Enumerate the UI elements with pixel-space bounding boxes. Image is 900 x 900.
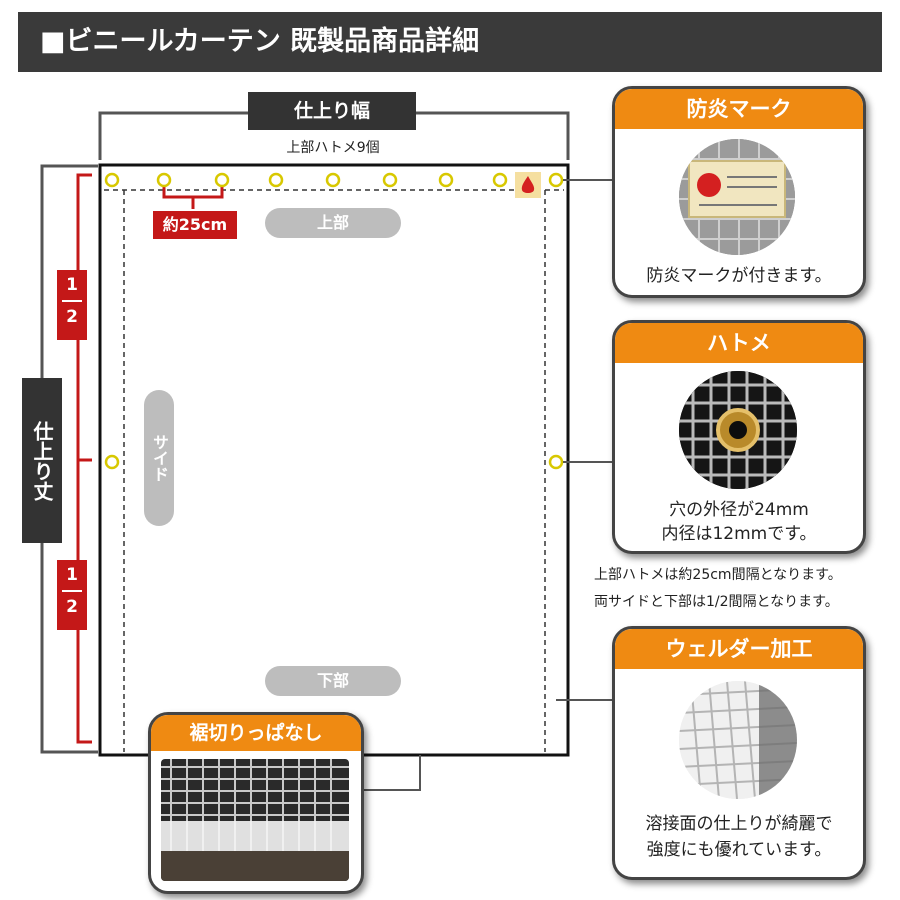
grommet — [156, 172, 172, 188]
flame-callout-title: 防炎マーク — [615, 89, 863, 129]
grommet-count-label: 上部ハトメ9個 — [286, 140, 380, 156]
spacing-note-1: 上部ハトメは約25cm間隔となります。 — [594, 567, 842, 583]
top-grommet-group — [104, 172, 564, 470]
grommet — [492, 172, 508, 188]
grommet-side-left — [104, 454, 120, 470]
flame-callout-text: 防炎マークが付きます。 — [646, 266, 832, 286]
welder-callout-text-1: 溶接面の仕上りが綺麗で — [645, 814, 833, 834]
half-fraction-lower: 1 2 — [57, 560, 87, 630]
height-tag: 仕上り丈 — [22, 378, 62, 543]
grommet-photo — [679, 371, 797, 489]
fraction-denominator: 2 — [66, 597, 78, 617]
grommet — [438, 172, 454, 188]
spacing-note-2: 両サイドと下部は1/2間隔となります。 — [594, 594, 839, 610]
welder-callout-title: ウェルダー加工 — [615, 629, 863, 669]
half-fraction-upper: 1 2 — [57, 270, 87, 340]
flame-label-illustration — [679, 139, 795, 255]
grommet-callout-text-1: 穴の外径が24mm — [669, 500, 809, 520]
spacing-bracket — [162, 186, 224, 209]
welder-illustration — [679, 681, 797, 799]
hem-callout-title: 裾切りっぱなし — [151, 715, 361, 751]
welder-callout-text-2: 強度にも優れています。 — [646, 840, 832, 860]
spacing-label: 約25cm — [153, 211, 237, 239]
fraction-numerator: 1 — [66, 565, 78, 585]
grommet-illustration — [679, 371, 797, 489]
grommet-callout: ハトメ 穴の外径が24mm 内径は12mmです。 — [612, 320, 866, 554]
hem-illustration — [161, 759, 349, 881]
side-pill: サイド — [144, 390, 174, 526]
grommet — [214, 172, 230, 188]
header-bar: ■ビニールカーテン 既製品商品詳細 — [18, 12, 882, 72]
grommet-side-right — [548, 454, 564, 470]
width-tag: 仕上り幅 — [248, 92, 416, 130]
grommet — [382, 172, 398, 188]
grommet-callout-title: ハトメ — [615, 323, 863, 363]
grommet-callout-text-2: 内径は12mmです。 — [661, 524, 817, 544]
fraction-numerator: 1 — [66, 275, 78, 295]
fraction-bar — [62, 300, 82, 302]
grommet — [325, 172, 341, 188]
hem-callout: 裾切りっぱなし — [148, 712, 364, 894]
fraction-bar — [62, 590, 82, 592]
curtain-outline — [98, 163, 570, 757]
page-title: ■ビニールカーテン 既製品商品詳細 — [40, 26, 480, 57]
fraction-denominator: 2 — [66, 307, 78, 327]
grommet — [548, 172, 564, 188]
hem-photo — [161, 759, 349, 881]
connector-hem — [360, 755, 421, 791]
grommet — [268, 172, 284, 188]
bottom-pill: 下部 — [265, 666, 401, 696]
welder-callout: ウェルダー加工 溶接面の仕上りが綺麗で 強度にも優れています。 — [612, 626, 866, 880]
top-pill: 上部 — [265, 208, 401, 238]
flame-mark-callout: 防炎マーク 防炎マークが付きます。 — [612, 86, 866, 298]
welder-photo — [679, 681, 797, 799]
grommet — [104, 172, 120, 188]
flame-label-photo — [679, 139, 795, 255]
flame-icon — [521, 176, 535, 193]
